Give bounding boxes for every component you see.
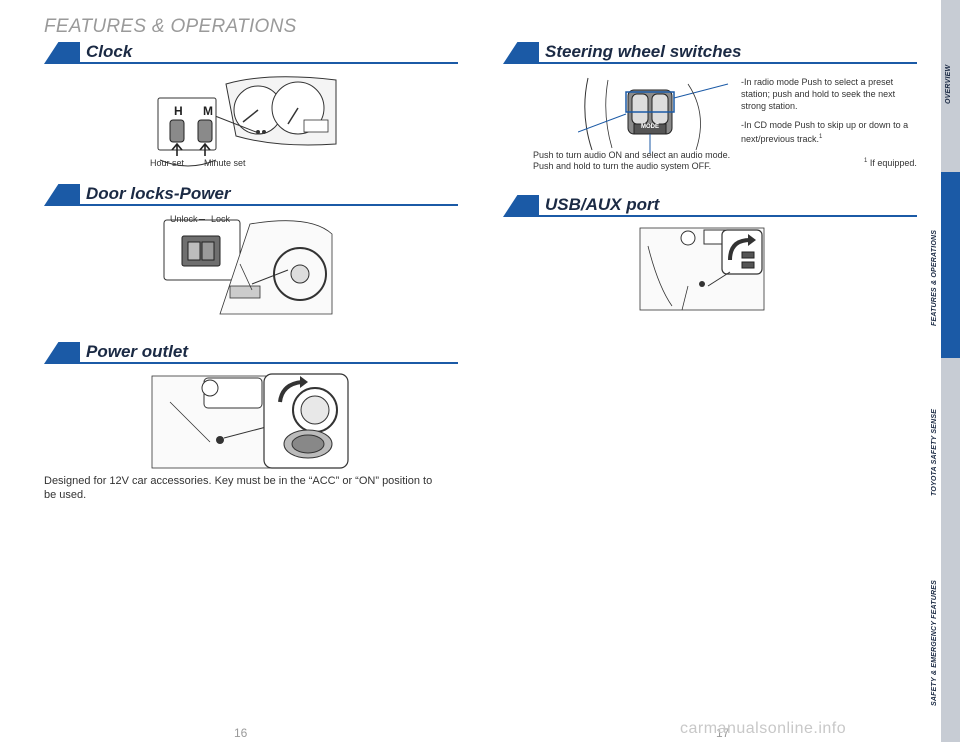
page-number-right: 17 [716, 726, 730, 740]
nav-tab-features-operations[interactable]: FEATURES & OPERATIONS [931, 172, 960, 360]
lock-label: Lock [211, 214, 231, 224]
nav-label-safety-emergency: SAFETY & EMERGENCY FEATURES [931, 580, 938, 706]
hour-set-label: Hour set [150, 158, 185, 168]
cd-mode-note-text: -In CD mode Push to skip up or down to a… [741, 120, 909, 144]
nav-tab-safety-emergency[interactable]: SAFETY & EMERGENCY FEATURES [931, 542, 960, 744]
power-outlet-description: Designed for 12V car accessories. Key mu… [44, 475, 433, 501]
footnote: 1 If equipped. [864, 158, 917, 168]
power-outlet-title: Power outlet [86, 342, 189, 361]
minute-key-letter: M [203, 104, 213, 118]
usb-port-illustration [639, 227, 765, 311]
nav-label-features-operations: FEATURES & OPERATIONS [931, 229, 938, 326]
section-tab-marker [44, 184, 80, 206]
power-outlet-section-header: Power outlet [44, 342, 458, 364]
door-locks-title: Door locks-Power [86, 184, 231, 203]
label-divider [199, 219, 205, 220]
mode-button-label: MODE [641, 124, 659, 130]
section-rule [523, 62, 917, 64]
radio-mode-note: -In radio mode Push to select a preset s… [741, 77, 896, 111]
watermark: carmanualsonline.info [680, 720, 847, 737]
section-tab-marker [44, 42, 80, 64]
unlock-label: Unlock [170, 214, 198, 224]
steering-title: Steering wheel switches [545, 42, 742, 61]
minute-set-label: Minute set [204, 158, 246, 168]
nav-label-toyota-safety-sense: TOYOTA SAFETY SENSE [931, 408, 938, 496]
section-rule [523, 215, 917, 217]
cd-mode-note: -In CD mode Push to skip up or down to a… [741, 119, 911, 145]
page-number-left: 16 [234, 726, 248, 740]
footnote-marker: 1 [864, 158, 868, 164]
power-caption-line-2: Push and hold to turn the audio system O… [533, 161, 712, 171]
section-nav: OVERVIEW FEATURES & OPERATIONS TOYOTA SA… [931, 0, 960, 744]
steering-switch-illustration [578, 77, 729, 154]
nav-label-overview: OVERVIEW [945, 64, 952, 104]
clock-title: Clock [86, 42, 133, 61]
power-caption-line-1: Push to turn audio ON and select an audi… [533, 150, 731, 160]
footnote-text: If equipped. [869, 158, 917, 168]
section-tab-marker [503, 195, 539, 217]
nav-tab-overview[interactable]: OVERVIEW [941, 0, 960, 174]
chapter-title: FEATURES & OPERATIONS [44, 16, 297, 37]
power-outlet-illustration [151, 373, 349, 469]
usb-section-header: USB/AUX port [503, 195, 917, 217]
usb-title: USB/AUX port [545, 195, 660, 214]
section-tab-marker [44, 342, 80, 364]
hour-key-letter: H [174, 104, 183, 118]
section-rule [64, 204, 458, 206]
steering-section-header: Steering wheel switches [503, 42, 917, 64]
nav-tab-toyota-safety-sense[interactable]: TOYOTA SAFETY SENSE [931, 358, 960, 544]
clock-section-header: Clock [44, 42, 458, 64]
section-rule [64, 362, 458, 364]
cd-mode-footnote-marker: 1 [819, 134, 823, 140]
clock-illustration [157, 76, 337, 167]
section-tab-marker [503, 42, 539, 64]
section-rule [64, 62, 458, 64]
door-locks-illustration [163, 219, 333, 315]
door-locks-section-header: Door locks-Power [44, 184, 458, 206]
